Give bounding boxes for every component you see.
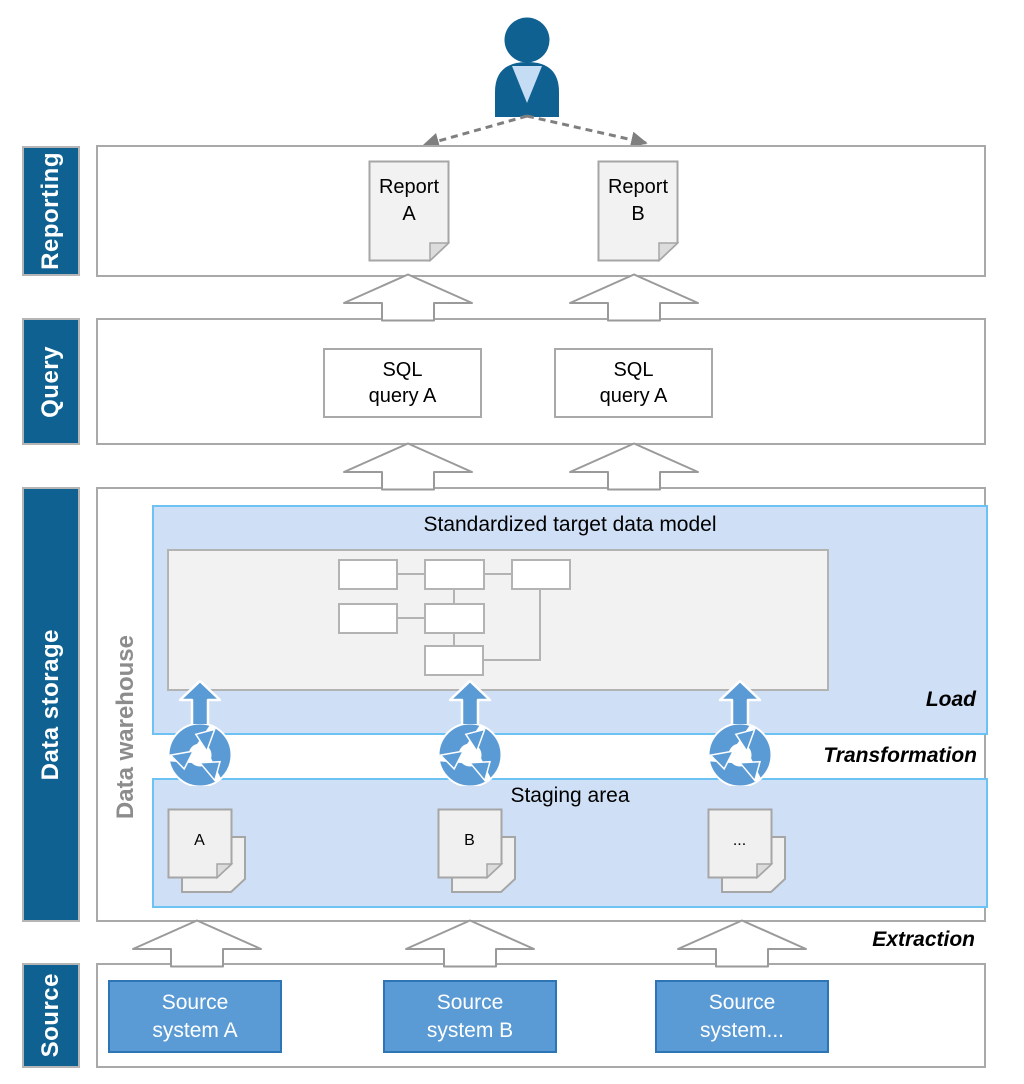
staging-doc-etc-label: ... bbox=[732, 832, 747, 849]
report-a-document: Report A bbox=[368, 160, 450, 262]
staging-doc-a-label: A bbox=[194, 832, 205, 849]
dashed-arrow-right bbox=[526, 114, 648, 148]
document-icon bbox=[597, 160, 679, 262]
load-arrow-icon bbox=[448, 679, 492, 728]
user-to-reports-arrows bbox=[422, 114, 648, 149]
transformation-label: Transformation bbox=[823, 744, 977, 767]
data-warehouse-label: Data warehouse bbox=[112, 635, 139, 820]
load-arrow-icon bbox=[178, 679, 222, 728]
target-data-model-title: Standardized target data model bbox=[423, 513, 717, 536]
document-icon bbox=[368, 160, 450, 262]
sql-query-b-box: SQL query A bbox=[554, 348, 713, 418]
query-band bbox=[96, 318, 986, 445]
up-block-arrow-icon bbox=[343, 273, 473, 322]
staging-docs-b: B bbox=[437, 808, 517, 893]
source-band-label-text: Source bbox=[37, 973, 64, 1058]
sql-query-b-label: SQL query A bbox=[599, 359, 668, 407]
reporting-band bbox=[96, 145, 986, 277]
document-stack-icon bbox=[707, 808, 786, 893]
source-system-etc-label: Source system... bbox=[699, 991, 784, 1042]
document-stack-icon bbox=[437, 808, 516, 893]
refresh-icon bbox=[169, 724, 231, 786]
load-label: Load bbox=[925, 688, 976, 711]
up-block-arrow-icon bbox=[569, 442, 699, 491]
document-stack-icon bbox=[167, 808, 246, 893]
reporting-band-label-text: Reporting bbox=[37, 152, 64, 270]
dashed-arrow-left bbox=[422, 114, 528, 149]
load-arrow-icon bbox=[718, 679, 762, 728]
staging-area-panel: Staging area bbox=[152, 778, 988, 908]
data-storage-band-label: Data storage bbox=[22, 487, 80, 922]
up-block-arrow-icon bbox=[569, 273, 699, 322]
data-model-panel bbox=[167, 549, 829, 691]
source-system-b-label: Source system B bbox=[426, 991, 514, 1042]
source-band-label: Source bbox=[22, 963, 80, 1068]
staging-docs-etc: ... bbox=[707, 808, 787, 893]
staging-area-label: Staging area bbox=[510, 784, 630, 807]
report-a-label: Report A bbox=[378, 176, 440, 225]
up-block-arrow-icon bbox=[343, 442, 473, 491]
source-system-etc-box: Source system... bbox=[655, 980, 829, 1053]
up-block-arrow-icon bbox=[677, 919, 807, 968]
er-diagram-icon bbox=[338, 559, 571, 676]
report-b-document: Report B bbox=[597, 160, 679, 262]
refresh-icon bbox=[709, 724, 771, 786]
source-system-a-label: Source system A bbox=[152, 991, 238, 1042]
data-storage-band-label-text: Data storage bbox=[37, 628, 64, 781]
sql-query-a-box: SQL query A bbox=[323, 348, 482, 418]
staging-doc-b-label: B bbox=[464, 832, 475, 849]
user-icon bbox=[495, 17, 559, 117]
extraction-label: Extraction bbox=[872, 928, 975, 951]
query-band-label-text: Query bbox=[37, 345, 64, 418]
source-system-b-box: Source system B bbox=[383, 980, 557, 1053]
report-b-label: Report B bbox=[607, 176, 669, 225]
sql-query-a-label: SQL query A bbox=[368, 359, 437, 407]
up-block-arrow-icon bbox=[132, 919, 262, 968]
up-block-arrow-icon bbox=[405, 919, 535, 968]
refresh-icon bbox=[439, 724, 501, 786]
query-band-label: Query bbox=[22, 318, 80, 445]
reporting-band-label: Reporting bbox=[22, 146, 80, 276]
staging-docs-a: A bbox=[167, 808, 247, 893]
source-system-a-box: Source system A bbox=[108, 980, 282, 1053]
